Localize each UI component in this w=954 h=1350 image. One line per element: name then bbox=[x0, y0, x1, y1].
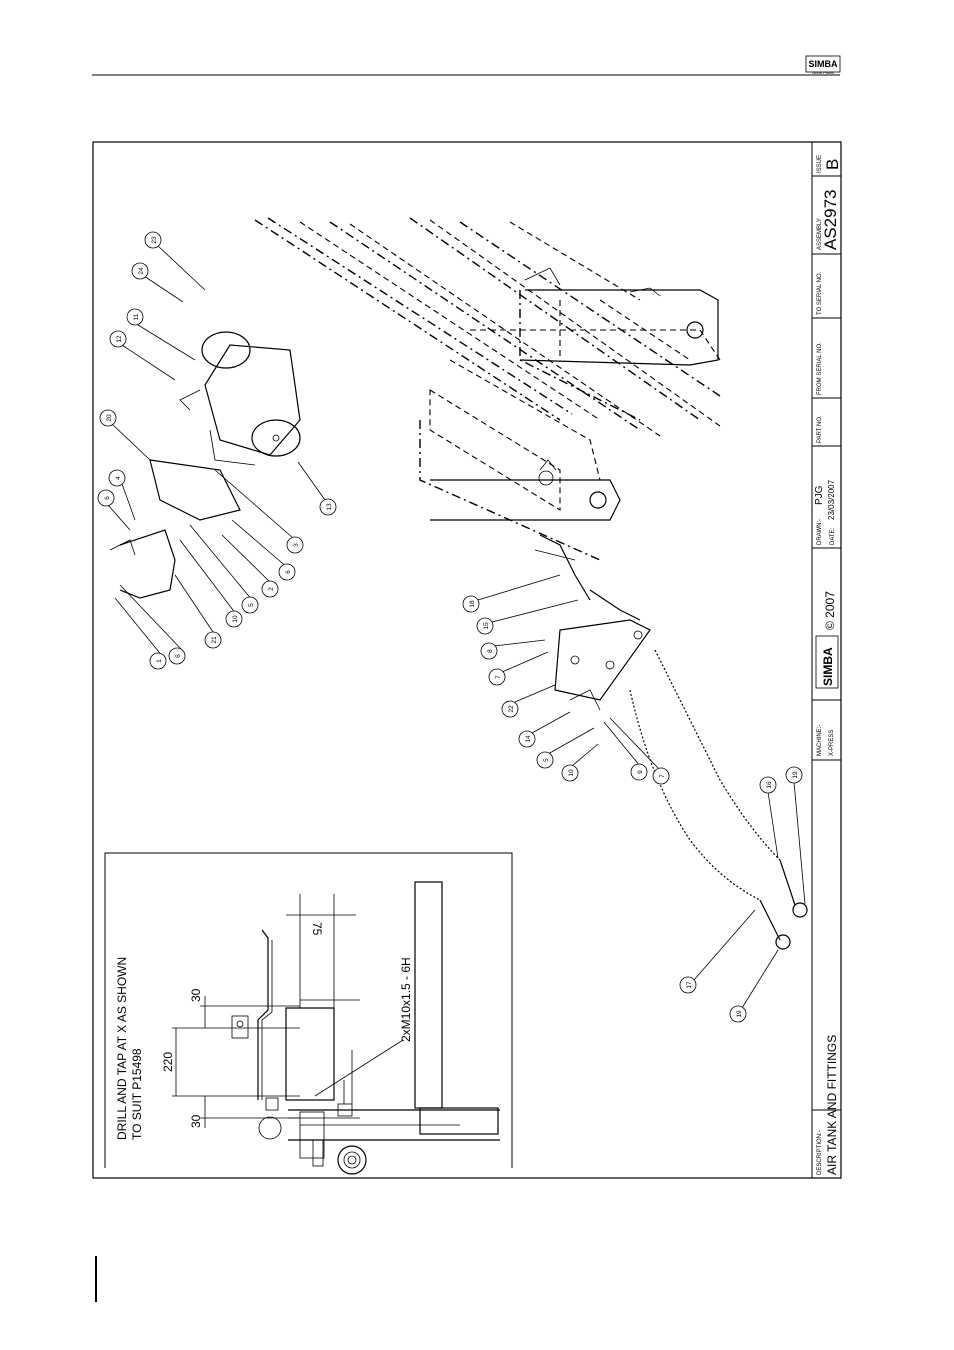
to-serial-label: TO SERIAL NO. bbox=[817, 271, 823, 315]
balloon-16: 16 bbox=[759, 776, 779, 859]
svg-text:3: 3 bbox=[293, 543, 300, 547]
svg-text:7: 7 bbox=[659, 774, 666, 778]
issue-value: B bbox=[823, 159, 842, 170]
dim-30-lower: 30 bbox=[189, 1114, 203, 1128]
balloon-callouts: 1 6 21 10 5 2 6 4 6 3 20 13 12 11 24 23 … bbox=[97, 231, 806, 1023]
svg-text:15: 15 bbox=[483, 622, 490, 630]
svg-text:2: 2 bbox=[268, 587, 275, 591]
balloon-13: 13 bbox=[297, 461, 337, 516]
description-label: DESCRIPTION:- bbox=[817, 1130, 823, 1175]
title-logo: SIMBA bbox=[815, 635, 839, 689]
balloon-2: 2 bbox=[221, 534, 279, 598]
thread-callout: 2xM10x1.5 - 6H bbox=[399, 957, 413, 1042]
balloon-21: 21 bbox=[174, 574, 222, 649]
assembly-label: ASSEMBLY bbox=[817, 218, 823, 250]
svg-text:9: 9 bbox=[637, 770, 644, 774]
balloon-14: 14 bbox=[518, 711, 571, 748]
svg-text:12: 12 bbox=[116, 335, 123, 343]
assembly-value: AS2973 bbox=[821, 190, 840, 251]
part-no-label: PART NO. bbox=[817, 415, 823, 443]
svg-text:16: 16 bbox=[766, 781, 773, 789]
svg-text:20: 20 bbox=[106, 414, 113, 422]
svg-text:7: 7 bbox=[495, 675, 502, 679]
balloon-18: 18 bbox=[462, 574, 561, 613]
balloon-22: 22 bbox=[501, 684, 556, 718]
balloon-12: 12 bbox=[109, 330, 176, 381]
balloon-7b: 7 bbox=[609, 717, 670, 785]
svg-text:1: 1 bbox=[156, 659, 163, 663]
balloon-3: 3 bbox=[214, 469, 304, 554]
from-serial-label: FROM SERIAL NO. bbox=[817, 342, 823, 395]
tank-bracket bbox=[109, 459, 241, 599]
svg-text:22: 22 bbox=[508, 705, 515, 713]
svg-text:17: 17 bbox=[686, 981, 693, 989]
dim-75: 75 bbox=[310, 922, 324, 936]
balloon-23: 23 bbox=[144, 231, 206, 291]
machine-value: X-PRESS bbox=[829, 730, 835, 756]
dim-220: 220 bbox=[161, 1052, 175, 1072]
balloon-5a: 5 bbox=[189, 524, 259, 614]
balloon-19b: 19 bbox=[729, 949, 779, 1023]
svg-text:10: 10 bbox=[232, 615, 239, 623]
svg-text:23: 23 bbox=[151, 236, 158, 244]
detail-note-line2: TO SUIT P15498 bbox=[130, 1048, 144, 1140]
svg-text:24: 24 bbox=[138, 267, 145, 275]
balloon-8: 8 bbox=[480, 639, 546, 660]
svg-text:21: 21 bbox=[211, 636, 218, 644]
balloon-11: 11 bbox=[126, 308, 196, 361]
svg-text:8: 8 bbox=[487, 649, 494, 653]
title-block: ISSUE B ASSEMBLY AS2973 TO SERIAL NO. FR… bbox=[811, 142, 842, 1178]
svg-text:6: 6 bbox=[285, 570, 292, 574]
balloon-19a: 19 bbox=[785, 766, 806, 905]
balloon-6b: 6 bbox=[231, 519, 296, 581]
svg-text:19: 19 bbox=[736, 1010, 743, 1018]
balloon-1: 1 bbox=[114, 597, 167, 670]
svg-text:19: 19 bbox=[792, 771, 799, 779]
svg-text:13: 13 bbox=[326, 503, 333, 511]
balloon-6c: 6 bbox=[97, 489, 131, 531]
copyright: © 2007 bbox=[823, 591, 837, 630]
detail-note-line1: DRILL AND TAP AT X AS SHOWN bbox=[115, 957, 129, 1140]
balloon-9: 9 bbox=[603, 721, 648, 781]
header-logo: SIMBA Great Plains bbox=[805, 55, 841, 75]
drawn-value: PJG bbox=[814, 485, 825, 505]
svg-text:18: 18 bbox=[469, 600, 476, 608]
balloon-10a: 10 bbox=[179, 539, 243, 628]
issue-label: ISSUE bbox=[817, 155, 823, 173]
balloon-15: 15 bbox=[476, 599, 579, 635]
dimension-lines bbox=[172, 894, 360, 1128]
svg-text:5: 5 bbox=[248, 603, 255, 607]
svg-text:4: 4 bbox=[115, 476, 122, 480]
thread-leader bbox=[314, 1039, 404, 1097]
description-value: AIR TANK AND FITTINGS bbox=[825, 1035, 839, 1175]
drawing-frame bbox=[92, 141, 842, 1179]
air-tank bbox=[179, 331, 301, 466]
exploded-assembly-sketch bbox=[109, 217, 808, 950]
svg-text:6: 6 bbox=[175, 654, 182, 658]
detail-view: DRILL AND TAP AT X AS SHOWN TO SUIT P154… bbox=[104, 852, 513, 1175]
balloon-10b: 10 bbox=[561, 743, 599, 782]
balloon-5b: 5 bbox=[536, 727, 595, 769]
balloon-6a: 6 bbox=[119, 584, 186, 665]
date-value: 23/03/2007 bbox=[827, 479, 836, 520]
svg-text:10: 10 bbox=[568, 769, 575, 777]
detail-bracket-sketch bbox=[231, 881, 500, 1175]
machine-label: MACHINE:- bbox=[817, 725, 823, 756]
svg-text:5: 5 bbox=[543, 758, 550, 762]
balloon-24: 24 bbox=[131, 262, 184, 303]
svg-text:6: 6 bbox=[104, 496, 111, 500]
balloon-7a: 7 bbox=[488, 651, 549, 686]
date-label: DATE: bbox=[830, 527, 836, 545]
header-logo-sub: Great Plains bbox=[812, 70, 834, 75]
svg-text:14: 14 bbox=[525, 735, 532, 743]
dim-30-upper: 30 bbox=[189, 988, 203, 1002]
balloon-4: 4 bbox=[108, 469, 136, 521]
balloon-20: 20 bbox=[99, 409, 151, 461]
title-logo-text: SIMBA bbox=[821, 647, 835, 686]
drawn-label: DRAWN:- bbox=[817, 519, 823, 545]
balloon-17: 17 bbox=[679, 909, 756, 994]
header-logo-text: SIMBA bbox=[809, 59, 839, 69]
svg-text:11: 11 bbox=[133, 313, 140, 320]
